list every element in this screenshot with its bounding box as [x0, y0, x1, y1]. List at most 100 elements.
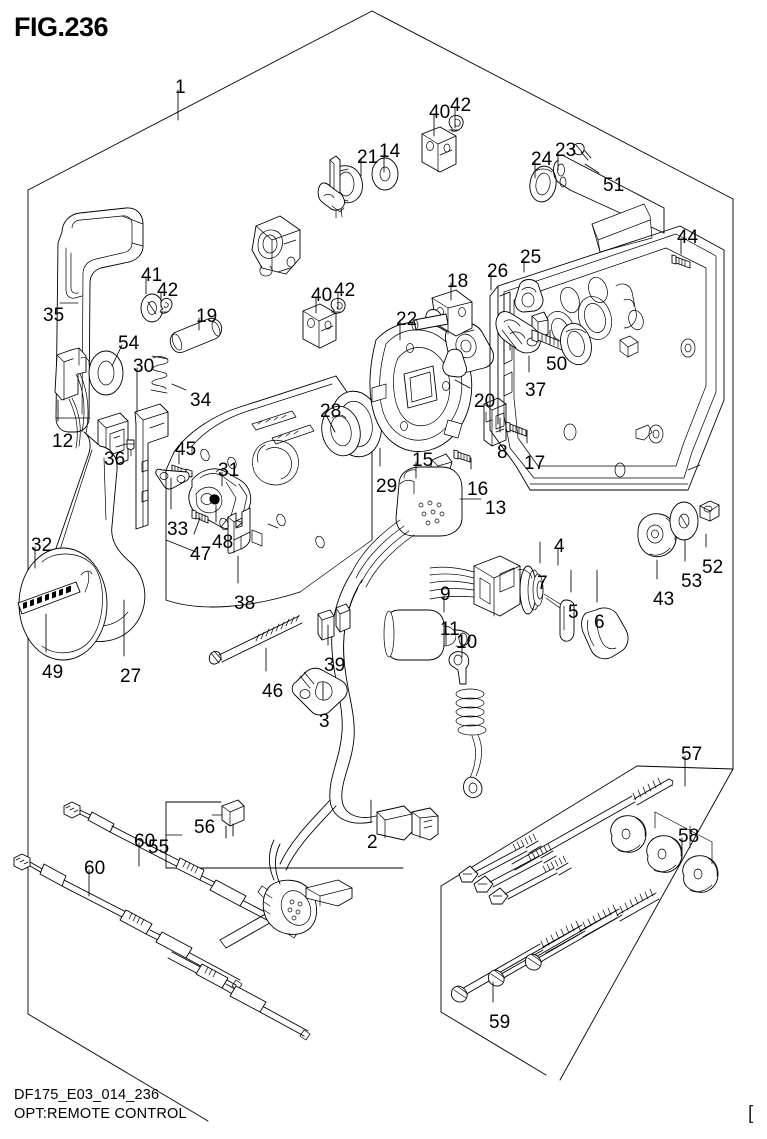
part-14-washer — [371, 157, 399, 191]
callout-52: 52 — [702, 557, 724, 578]
part-43-bushing — [637, 513, 677, 558]
part-42-clip-a — [159, 297, 173, 314]
callout-leaders — [34, 89, 707, 1003]
part-28-seal-ring-b — [560, 322, 592, 366]
callout-40: 40 — [429, 102, 451, 123]
part-56-fuse — [221, 799, 245, 839]
part-47-screw — [191, 509, 209, 524]
callout-7: 7 — [537, 573, 548, 594]
callout-25: 25 — [520, 247, 542, 268]
part-3-cable-end — [291, 667, 348, 716]
callout-22: 22 — [396, 309, 418, 330]
part-24-seal — [529, 165, 557, 203]
callout-43: 43 — [653, 589, 675, 610]
callout-44: 44 — [677, 227, 699, 248]
callout-33: 33 — [167, 519, 189, 540]
callout-13: 13 — [485, 498, 507, 519]
part-12-neutral-switch — [54, 347, 90, 449]
part-42-clip-upper — [448, 115, 464, 132]
part-59-tie-wraps — [458, 833, 572, 905]
callout-57: 57 — [681, 744, 703, 765]
callout-45: 45 — [175, 439, 197, 460]
callout-40b: 40 — [311, 285, 333, 306]
callout-34: 34 — [190, 390, 212, 411]
corner-mark: [ — [748, 1103, 754, 1124]
callout-60: 60 — [134, 831, 156, 852]
callout-51: 51 — [603, 175, 625, 196]
part-19-pivot-pin — [169, 317, 223, 354]
callout-32: 32 — [31, 535, 53, 556]
callout-24: 24 — [531, 149, 553, 170]
callout-8: 8 — [497, 442, 508, 463]
callout-20: 20 — [474, 391, 496, 412]
callout-54: 54 — [118, 333, 140, 354]
callout-58: 58 — [678, 826, 700, 847]
leader-34 — [171, 383, 187, 391]
part-16-screw — [453, 449, 471, 463]
page-title: FIG.236 — [14, 12, 109, 42]
part-40-clamp-upper — [421, 126, 457, 173]
part-6-key-cover — [581, 607, 629, 660]
callout-12: 12 — [52, 431, 74, 452]
part-51-screw — [572, 142, 592, 161]
leader-20 — [454, 379, 471, 389]
part-8-terminal-bracket — [483, 397, 507, 447]
leader-36 — [115, 443, 127, 448]
callout-47: 47 — [190, 544, 212, 565]
callout-31: 31 — [218, 460, 240, 481]
part-58-rubber-bushings — [610, 811, 719, 893]
callout-2: 2 — [367, 832, 378, 853]
callout-60b: 60 — [84, 858, 106, 879]
callout-16: 16 — [467, 479, 489, 500]
callout-15: 15 — [412, 450, 434, 471]
part-40-clamp-lower — [302, 303, 337, 349]
callout-48: 48 — [212, 532, 234, 553]
callout-38: 38 — [234, 593, 256, 614]
gear-bracket-assembly — [251, 215, 301, 277]
callout-46: 46 — [262, 681, 284, 702]
part-7-ignition-switch — [429, 555, 544, 617]
callout-56: 56 — [194, 817, 216, 838]
callout-30: 30 — [133, 356, 155, 377]
footer-code: DF175_E03_014_236 — [14, 1087, 160, 1103]
callout-59: 59 — [489, 1012, 511, 1033]
part-52-nut — [699, 500, 720, 522]
callout-42: 42 — [450, 95, 472, 116]
part-22-throttle-drum — [369, 321, 473, 452]
callout-27: 27 — [120, 666, 142, 687]
part-13-connector-block — [351, 466, 463, 588]
callout-21: 21 — [357, 147, 379, 168]
part-38-clamp-bracket — [227, 507, 251, 554]
part-53-washer — [669, 501, 699, 541]
part-60-control-cable-lower — [13, 853, 243, 991]
part-23-handle-tube — [553, 154, 665, 253]
callout-50: 50 — [546, 354, 568, 375]
callout-19: 19 — [196, 306, 218, 327]
callout-39: 39 — [324, 655, 346, 676]
callout-10: 10 — [456, 632, 478, 653]
part-46-screw-long — [208, 614, 303, 665]
callout-3: 3 — [319, 711, 330, 732]
callout-6: 6 — [594, 612, 605, 633]
part-57-long-screw — [511, 777, 674, 871]
remote-case-right-half — [489, 225, 725, 491]
callout-23: 23 — [555, 140, 577, 161]
callout-42c: 42 — [334, 280, 356, 301]
part-33-link-rod — [155, 468, 190, 490]
part-20-lever — [442, 348, 467, 378]
part-5-key — [543, 593, 575, 642]
callout-18: 18 — [447, 271, 469, 292]
bottom-round-connector — [257, 839, 353, 935]
callout-14: 14 — [379, 141, 401, 162]
part-54-grommet — [88, 350, 124, 396]
callout-37: 37 — [525, 380, 547, 401]
part-37-bracket — [495, 311, 541, 354]
part-21-shift-rod — [317, 155, 345, 219]
control-box-housing — [165, 375, 373, 608]
part-11-stop-switch — [383, 609, 471, 661]
callout-42b: 42 — [157, 280, 179, 301]
figure-footer: DF175_E03_014_236 OPT:REMOTE CONTROL — [14, 1086, 187, 1124]
callout-41: 41 — [141, 265, 163, 286]
callout-1: 1 — [175, 77, 186, 98]
